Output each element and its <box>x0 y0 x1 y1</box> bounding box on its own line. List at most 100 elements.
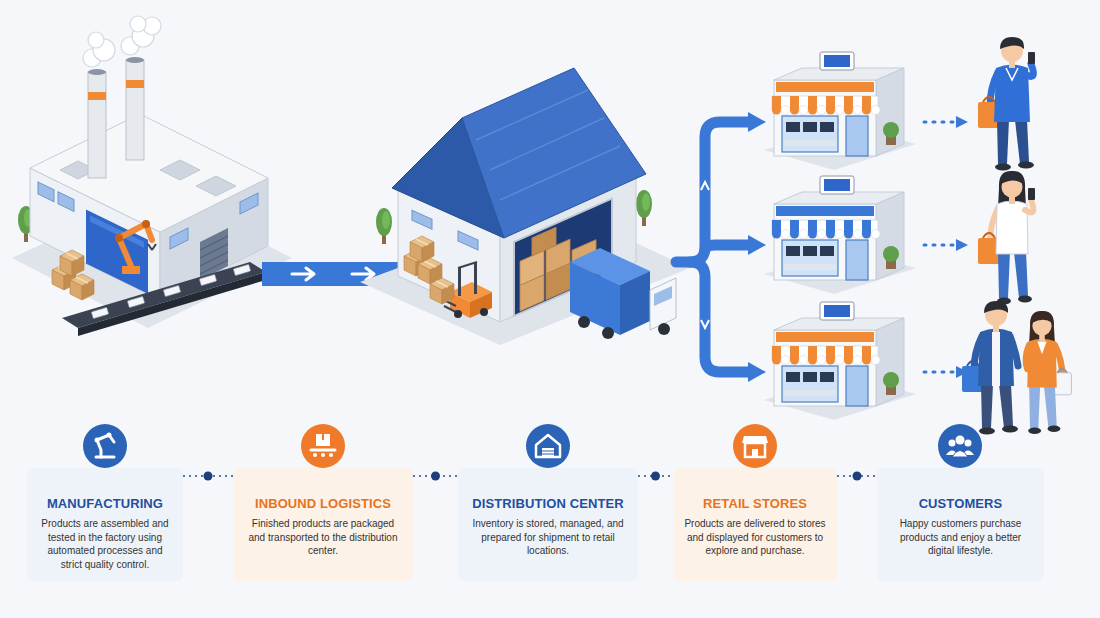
factory <box>200 236 228 274</box>
delivery-truck <box>602 327 614 339</box>
factory <box>170 228 188 249</box>
dotted-arrows <box>924 122 956 372</box>
factory <box>196 176 236 196</box>
customer-figure <box>995 164 1011 171</box>
factory <box>126 57 144 63</box>
customer-figure <box>979 428 995 435</box>
customer-figure <box>1058 369 1067 373</box>
forklift <box>430 278 454 304</box>
stage-icon <box>949 440 956 447</box>
dotted-arrows <box>924 371 956 374</box>
factory <box>78 272 266 336</box>
stage-icon <box>965 440 972 447</box>
stage-icon <box>542 448 554 457</box>
factory <box>58 192 74 212</box>
delivery-truck <box>654 286 672 306</box>
stage-card: CUSTOMERSHappy customers purchase produc… <box>877 468 1044 581</box>
dotted-arrows <box>924 121 956 124</box>
customer-figure <box>978 37 1035 171</box>
supply-chain-illustration <box>764 176 916 294</box>
stage-card: DISTRIBUTION CENTERInventory is stored, … <box>458 468 638 581</box>
stage-icon <box>83 424 127 468</box>
stage-description: Products are assembled and tested in the… <box>37 517 173 571</box>
supply-chain-illustration <box>764 302 916 420</box>
stage-icon <box>316 434 330 446</box>
factory <box>88 32 104 48</box>
customer-figure <box>1048 426 1061 432</box>
delivery-truck <box>578 316 590 328</box>
distribution-warehouse <box>412 210 432 229</box>
branch-arrows <box>676 122 750 262</box>
dotted-arrows <box>924 244 956 247</box>
factory <box>130 16 146 32</box>
stage-icon <box>83 424 127 468</box>
customer-figure <box>1026 345 1029 369</box>
factory <box>126 60 144 160</box>
stage-icon <box>322 434 324 440</box>
branch-arrowheads <box>748 112 766 132</box>
connector-dot <box>431 472 440 481</box>
distribution-warehouse <box>410 236 434 262</box>
factory <box>233 264 250 275</box>
stage-icon <box>526 424 570 468</box>
branch-arrows <box>676 122 750 372</box>
customer-figure <box>967 361 979 366</box>
stage-heading: INBOUND LOGISTICS <box>243 496 403 512</box>
customer-figure <box>1028 427 1041 433</box>
customer-figure <box>978 171 1035 305</box>
stage-heading: CUSTOMERS <box>887 496 1034 512</box>
distribution-warehouse <box>462 68 646 238</box>
delivery-truck <box>570 248 676 339</box>
stage-icon <box>536 435 560 457</box>
customer-figure <box>1025 200 1033 212</box>
stage-heading: MANUFACTURING <box>37 496 173 512</box>
stage-icon <box>301 424 345 468</box>
customer-figure <box>1010 336 1018 366</box>
stage-icon <box>733 424 777 468</box>
factory <box>62 262 266 328</box>
customer-figure <box>1028 52 1035 64</box>
factory <box>119 224 152 266</box>
factory <box>88 72 106 178</box>
customer-figure <box>1018 162 1034 169</box>
factory <box>38 182 148 294</box>
factory <box>70 274 94 300</box>
stage-icon <box>542 451 554 454</box>
factory <box>88 69 106 75</box>
factory <box>240 193 258 214</box>
distribution-warehouse <box>458 231 478 250</box>
stage-heading: RETAIL STORES <box>683 496 827 512</box>
stage-card: MANUFACTURING Products are assembled and … <box>27 468 183 581</box>
customer-figure <box>981 384 993 428</box>
stage-icon <box>329 453 333 457</box>
factory <box>60 250 84 276</box>
stage-icon <box>313 453 317 457</box>
customer-figure <box>998 252 1010 298</box>
stage-icon <box>95 438 100 443</box>
branch-arrows <box>690 262 750 372</box>
stage-icon <box>107 433 112 438</box>
customer-figure <box>1002 426 1018 433</box>
stage-description: Products are delivered to stores and dis… <box>683 517 827 558</box>
factory <box>12 16 292 336</box>
branch-arrowheads <box>701 182 709 328</box>
customer-figure <box>1029 386 1040 428</box>
customer-figure <box>999 384 1013 428</box>
delivery-truck <box>650 278 676 330</box>
stage-icon <box>938 424 982 468</box>
customer-figure <box>1000 37 1024 49</box>
factory <box>91 264 250 318</box>
distribution-warehouse <box>636 190 652 226</box>
factory <box>38 182 54 202</box>
delivery-truck <box>570 262 620 335</box>
customer-figure <box>1026 311 1072 434</box>
stage-description: Finished products are packaged and trans… <box>243 517 403 558</box>
customer-figure <box>983 233 995 238</box>
factory <box>148 244 156 250</box>
delivery-truck <box>620 271 650 335</box>
customer-figure <box>1018 296 1032 303</box>
stage-icon <box>752 449 758 457</box>
stage-icon <box>952 451 968 458</box>
stage-icon <box>745 443 765 457</box>
